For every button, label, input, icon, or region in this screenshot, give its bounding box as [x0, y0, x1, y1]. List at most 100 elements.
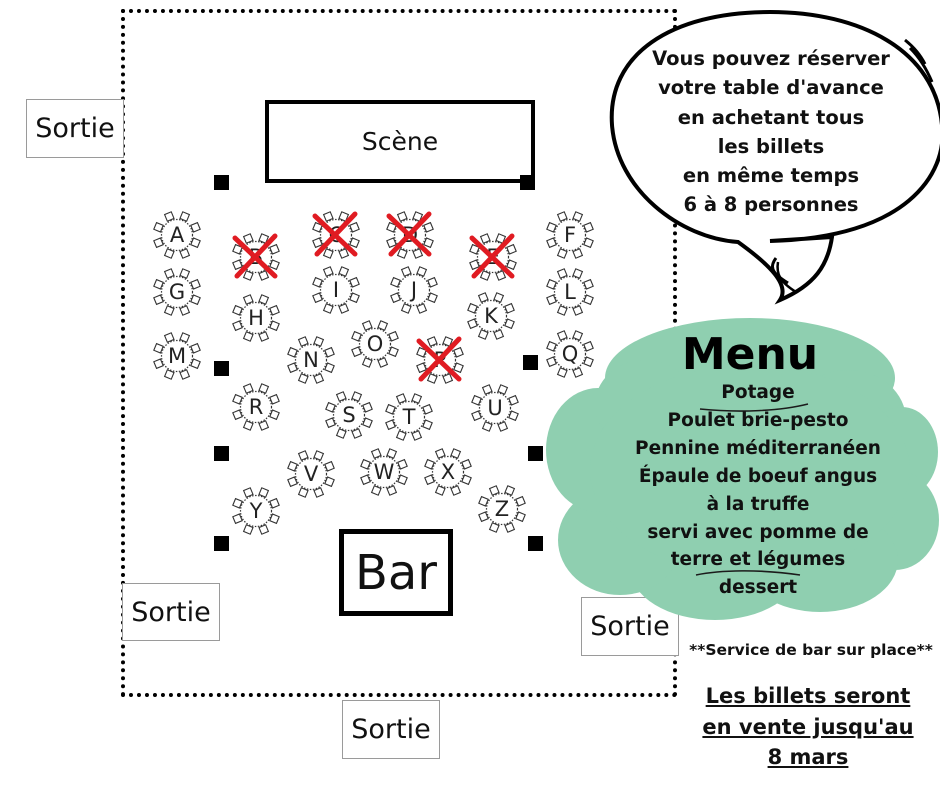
stage-label: Scène	[361, 127, 439, 156]
table-shape	[287, 336, 335, 384]
table-shape	[390, 266, 438, 314]
chair	[258, 524, 270, 535]
chair	[386, 237, 397, 249]
chair	[396, 211, 408, 222]
table-top	[553, 337, 587, 371]
table-j: J	[389, 265, 439, 315]
table-shape	[385, 393, 433, 441]
chair	[362, 401, 373, 413]
chair	[556, 248, 568, 259]
chair	[442, 336, 454, 347]
table-label: I	[332, 278, 340, 302]
chair	[479, 233, 491, 244]
table-top	[397, 273, 431, 307]
chair	[424, 474, 435, 486]
table-shape	[232, 487, 280, 535]
chair	[269, 497, 280, 509]
chair	[258, 331, 270, 342]
table-label: S	[342, 403, 356, 427]
chair	[312, 292, 323, 304]
table-shape	[467, 292, 515, 340]
chair	[546, 221, 557, 233]
chair	[427, 292, 438, 304]
chair	[258, 294, 270, 305]
chair	[360, 458, 371, 470]
chair	[471, 394, 482, 406]
ticket-line: 8 mars	[767, 745, 849, 769]
chair	[583, 340, 594, 352]
chair	[297, 487, 309, 498]
menu-list: Potage Poulet brie-pesto Pennine méditer…	[608, 379, 908, 602]
chair	[179, 268, 191, 279]
table-shape	[471, 384, 519, 432]
chair	[556, 367, 568, 378]
exit-sign-left: Sortie	[26, 99, 124, 158]
chair	[361, 357, 373, 368]
chair	[572, 305, 584, 316]
chair	[400, 266, 412, 277]
chair	[386, 448, 398, 459]
chair	[258, 383, 270, 394]
chair	[450, 448, 462, 459]
chair	[427, 276, 438, 288]
chair	[153, 358, 164, 370]
table-shape	[360, 448, 408, 496]
pillar	[214, 446, 229, 461]
table-l: L	[545, 267, 595, 317]
chair	[504, 302, 515, 314]
chair	[488, 485, 500, 496]
table-d: D	[385, 210, 435, 260]
table-top	[367, 455, 401, 489]
table-shape	[232, 294, 280, 342]
table-shape	[232, 383, 280, 431]
chair	[461, 474, 472, 486]
table-top	[553, 218, 587, 252]
chair	[453, 346, 464, 358]
chair	[258, 270, 270, 281]
table-top	[239, 494, 273, 528]
table-m: M	[152, 331, 202, 381]
chair	[478, 495, 489, 507]
chair	[269, 513, 280, 525]
table-top	[160, 218, 194, 252]
chair	[385, 419, 396, 431]
table-label: H	[248, 306, 264, 330]
chair	[335, 391, 347, 402]
table-y: Y	[231, 486, 281, 536]
table-label: V	[303, 462, 319, 486]
bar-label: Bar	[354, 544, 438, 601]
chair	[297, 373, 309, 384]
chair	[361, 320, 373, 331]
chair	[495, 270, 507, 281]
table-r: R	[231, 382, 281, 432]
chair	[506, 243, 517, 255]
chair	[572, 211, 584, 222]
chair	[297, 450, 309, 461]
table-t: T	[384, 392, 434, 442]
chair	[546, 356, 557, 368]
chair	[269, 409, 280, 421]
chair	[242, 270, 254, 281]
table-label: J	[410, 278, 418, 302]
pillar	[528, 536, 543, 551]
chair	[287, 362, 298, 374]
chair	[572, 367, 584, 378]
chair	[386, 485, 398, 496]
table-shape	[153, 332, 201, 380]
exit-sign-bottom-left: Sortie	[122, 583, 220, 641]
chair	[424, 458, 435, 470]
chair	[396, 248, 408, 259]
table-shape	[546, 330, 594, 378]
reservation-line: votre table d'avance	[658, 76, 884, 100]
table-label: L	[564, 280, 576, 304]
chair	[232, 393, 243, 405]
chair	[416, 266, 428, 277]
chair	[362, 417, 373, 429]
table-label: Y	[249, 499, 263, 523]
chair	[397, 458, 408, 470]
chair	[377, 320, 389, 331]
chair	[179, 369, 191, 380]
reserved-cross-icon	[469, 233, 515, 279]
chair	[422, 403, 433, 415]
